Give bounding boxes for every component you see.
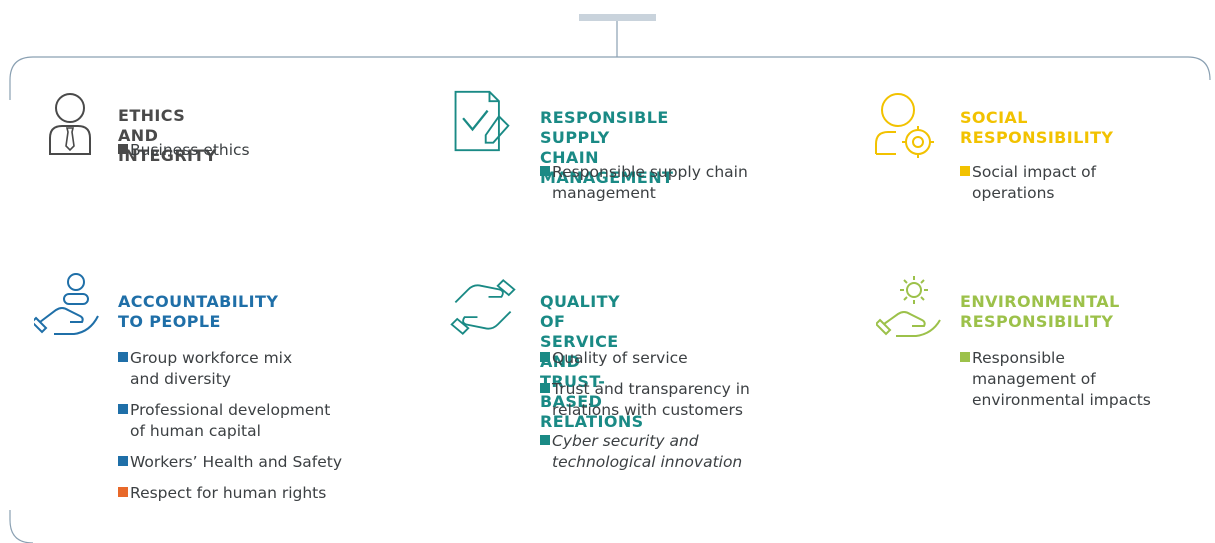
bullet-square xyxy=(960,166,970,176)
item-text: Group workforce mix and diversity xyxy=(130,349,293,388)
bullet-square xyxy=(118,404,128,414)
bullet-square xyxy=(540,435,550,445)
block-title: RESPONSIBLE SUPPLY CHAIN MANAGEMENT xyxy=(540,108,674,187)
list-item: Cyber security and technological innovat… xyxy=(540,431,810,473)
item-list: Responsible management of environmental … xyxy=(960,348,1200,421)
item-list: Business ethics xyxy=(118,140,378,171)
item-list: Quality of service Trust and transparenc… xyxy=(540,348,810,483)
item-text: Business ethics xyxy=(130,141,250,159)
list-item: Respect for human rights xyxy=(118,483,388,504)
document-check-icon xyxy=(454,90,510,152)
item-text: Responsible supply chain management xyxy=(552,163,748,202)
block-title: ETHICS AND INTEGRITY xyxy=(118,106,217,165)
bullet-square xyxy=(960,352,970,362)
bullet-square xyxy=(118,487,128,497)
bullet-square xyxy=(118,352,128,362)
list-item: Responsible management of environmental … xyxy=(960,348,1200,411)
bullet-square xyxy=(540,383,550,393)
item-text: Cyber security and technological innovat… xyxy=(552,432,743,471)
hand-sun-icon xyxy=(876,276,941,337)
item-list: Responsible supply chain management xyxy=(540,162,800,214)
item-text: Respect for human rights xyxy=(130,484,327,502)
bullet-square xyxy=(540,352,550,362)
item-text: Workers’ Health and Safety xyxy=(130,453,343,471)
block-title: ACCOUNTABILITY TO PEOPLE xyxy=(118,292,279,331)
person-tie-icon xyxy=(49,93,91,155)
item-text: Trust and transparency in relations with… xyxy=(552,380,750,419)
list-item: Quality of service xyxy=(540,348,810,369)
top-connector-bar xyxy=(579,14,656,21)
person-gear-icon xyxy=(875,93,934,158)
list-item: Responsible supply chain management xyxy=(540,162,800,204)
list-item: Trust and transparency in relations with… xyxy=(540,379,810,421)
item-list: Social impact of operations xyxy=(960,162,1180,214)
item-text: Social impact of operations xyxy=(972,163,1097,202)
block-title: SOCIAL RESPONSIBILITY xyxy=(960,108,1114,147)
list-item: Group workforce mix and diversity xyxy=(118,348,388,390)
item-text: Professional development of human capita… xyxy=(130,401,331,440)
list-item: Workers’ Health and Safety xyxy=(118,452,388,473)
item-list: Group workforce mix and diversity Profes… xyxy=(118,348,388,514)
bullet-square xyxy=(540,166,550,176)
bullet-square xyxy=(118,456,128,466)
hand-person-icon xyxy=(34,273,99,335)
item-text: Quality of service xyxy=(552,349,688,367)
block-title: ENVIRONMENTAL RESPONSIBILITY xyxy=(960,292,1120,331)
list-item: Professional development of human capita… xyxy=(118,400,388,442)
bullet-square xyxy=(118,144,128,154)
list-item: Business ethics xyxy=(118,140,378,161)
handshake-hands-icon xyxy=(450,279,516,335)
item-text: Responsible management of environmental … xyxy=(972,349,1151,409)
list-item: Social impact of operations xyxy=(960,162,1180,204)
block-title: QUALITY OF SERVICE AND TRUST-BASED RELAT… xyxy=(540,292,644,431)
